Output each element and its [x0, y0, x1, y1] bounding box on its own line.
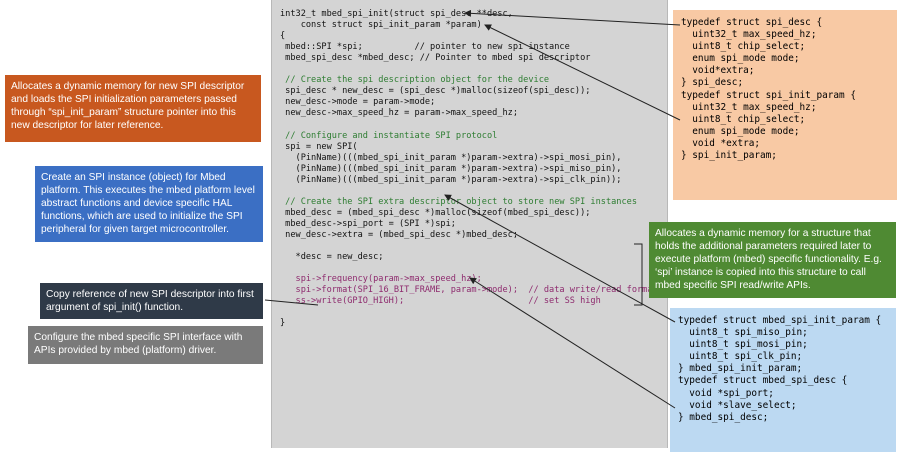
code-line: mbed_desc->spi_port = (SPI *)spi; — [280, 218, 456, 229]
code-line: int32_t mbed_spi_init(struct spi_desc **… — [280, 9, 513, 19]
code-comment: // Configure and instantiate SPI protoco… — [280, 130, 498, 141]
code-line: new_desc->max_speed_hz = param->max_spee… — [280, 108, 518, 119]
code-line: *desc = new_desc; — [280, 252, 384, 263]
code-line: new_desc->extra = (mbed_spi_desc *)mbed_… — [280, 229, 518, 240]
struct-line: } mbed_spi_desc; — [678, 411, 769, 423]
struct-line: enum spi_mode mode; — [681, 53, 800, 65]
spi-instance-callout: Create an SPI instance (object) for Mbed… — [35, 166, 263, 242]
struct-line: uint8_t chip_select; — [681, 113, 806, 125]
code-line: { — [280, 31, 286, 42]
code-block: int32_t mbed_spi_init(struct spi_desc **… — [280, 9, 658, 329]
struct-line: void *spi_port; — [678, 387, 774, 399]
struct-line: enum spi_mode mode; — [681, 125, 800, 137]
code-line: mbed_spi_desc *mbed_desc; // Pointer to … — [280, 53, 591, 64]
struct-line: uint8_t spi_mosi_pin; — [678, 339, 808, 351]
struct-line: void*extra; — [681, 65, 755, 77]
code-line: spi->format(SPI_16_BIT_FRAME, param->mod… — [280, 285, 658, 296]
code-line: spi = new SPI( — [280, 141, 358, 152]
extra-descriptor-callout: Allocates a dynamic memory for a structu… — [649, 222, 896, 298]
struct-line: uint32_t max_speed_hz; — [681, 101, 817, 113]
code-line: mbed_desc = (mbed_spi_desc *)malloc(size… — [280, 207, 591, 218]
struct-line: void *extra; — [681, 137, 761, 149]
spi-struct-definitions: typedef struct spi_desc { uint32_t max_s… — [673, 10, 897, 200]
struct-line: uint8_t chip_select; — [681, 41, 806, 53]
struct-line: typedef struct spi_init_param { — [681, 89, 856, 101]
struct-line: typedef struct mbed_spi_desc { — [678, 375, 848, 387]
code-line: new_desc->mode = param->mode; — [280, 97, 436, 108]
struct-line: } spi_desc; — [681, 77, 744, 89]
struct-line: } mbed_spi_init_param; — [678, 363, 803, 375]
code-line: ss->write(GPIO_HIGH); // set SS high — [280, 296, 601, 307]
code-line: (PinName)(((mbed_spi_init_param *)param-… — [280, 174, 622, 185]
malloc-callout: Allocates a dynamic memory for new SPI d… — [5, 75, 261, 142]
code-line: (PinName)(((mbed_spi_init_param *)param-… — [280, 152, 622, 163]
struct-line: uint32_t max_speed_hz; — [681, 29, 817, 41]
code-line: } — [280, 318, 286, 329]
code-line: (PinName)(((mbed_spi_init_param *)param-… — [280, 163, 622, 174]
code-comment: // Create the SPI extra descriptor objec… — [280, 196, 637, 207]
struct-line: typedef struct mbed_spi_init_param { — [678, 315, 882, 326]
configure-callout: Configure the mbed specific SPI interfac… — [28, 326, 263, 364]
code-comment: // Create the spi description object for… — [280, 75, 550, 86]
code-line: spi->frequency(param->max_speed_hz); — [280, 274, 482, 285]
struct-line: uint8_t spi_clk_pin; — [678, 351, 803, 363]
code-line: spi_desc * new_desc = (spi_desc *)malloc… — [280, 86, 591, 97]
struct-line: } spi_init_param; — [681, 150, 777, 162]
struct-line: typedef struct spi_desc { — [681, 17, 823, 28]
code-line: mbed::SPI *spi; // pointer to new spi in… — [280, 42, 570, 53]
struct-line: void *slave_select; — [678, 399, 797, 411]
code-line: const struct spi_init_param *param) — [280, 20, 482, 31]
struct-line: uint8_t spi_miso_pin; — [678, 327, 808, 339]
copy-reference-callout: Copy reference of new SPI descriptor int… — [40, 283, 263, 319]
mbed-struct-definitions: typedef struct mbed_spi_init_param { uin… — [670, 308, 896, 452]
